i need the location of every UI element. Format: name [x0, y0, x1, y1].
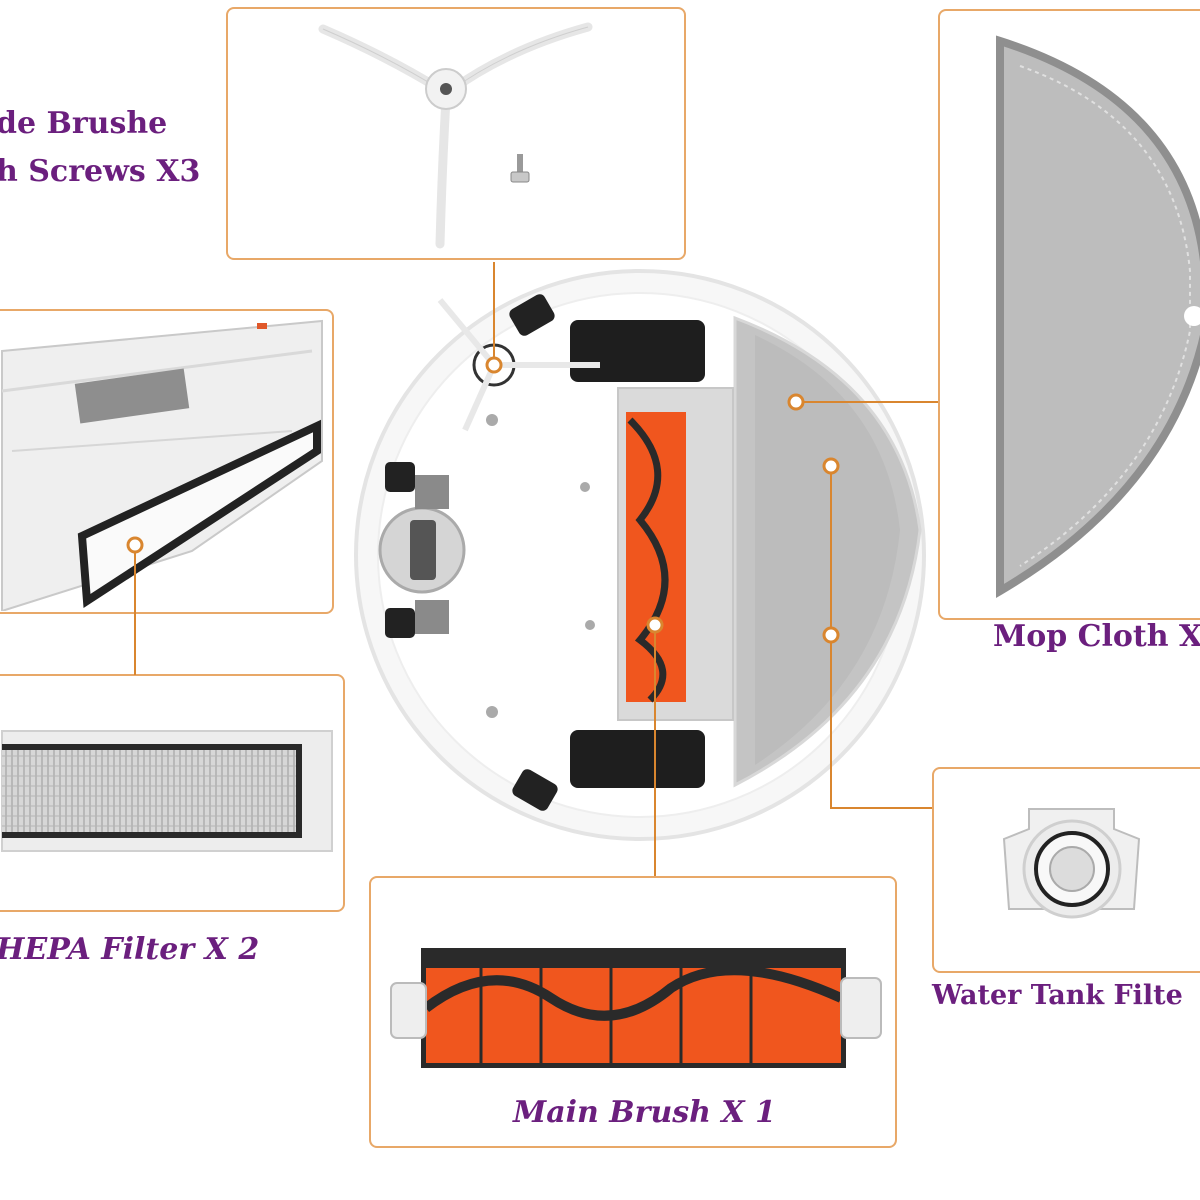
connector-dot [822, 626, 840, 644]
mop-cloth-label: Mop Cloth X [993, 619, 1200, 654]
connector-dot [646, 616, 664, 634]
water-tank-filter-panel [932, 767, 1200, 973]
mop-cloth-icon [996, 35, 1200, 598]
hepa-filter-panel [0, 674, 345, 912]
connector-dot [485, 356, 503, 374]
dust-bin-panel [0, 309, 334, 614]
mop-cloth-panel [938, 9, 1200, 620]
connector-dot [822, 457, 840, 475]
side-brush-label-line1: de Brushe [0, 106, 168, 141]
hepa-filter-label: HEPA Filter X 2 [0, 932, 260, 967]
side-brush-icon [318, 22, 593, 249]
main-brush-icon [390, 948, 882, 1068]
side-brush-label-line2: h Screws X3 [0, 154, 201, 189]
hepa-filter-icon [1, 730, 333, 852]
side-brush-panel [226, 7, 686, 260]
water-tank-filter-icon [1002, 808, 1141, 919]
water-tank-filter-label: Water Tank Filte [932, 980, 1183, 1011]
screw-icon [510, 154, 530, 183]
main-brush-label: Main Brush X 1 [513, 1095, 777, 1130]
main-brush-panel: Main Brush X 1 [369, 876, 897, 1148]
connector-dot [787, 393, 805, 411]
dust-bin-icon [1, 319, 323, 611]
connector-dot [126, 536, 144, 554]
